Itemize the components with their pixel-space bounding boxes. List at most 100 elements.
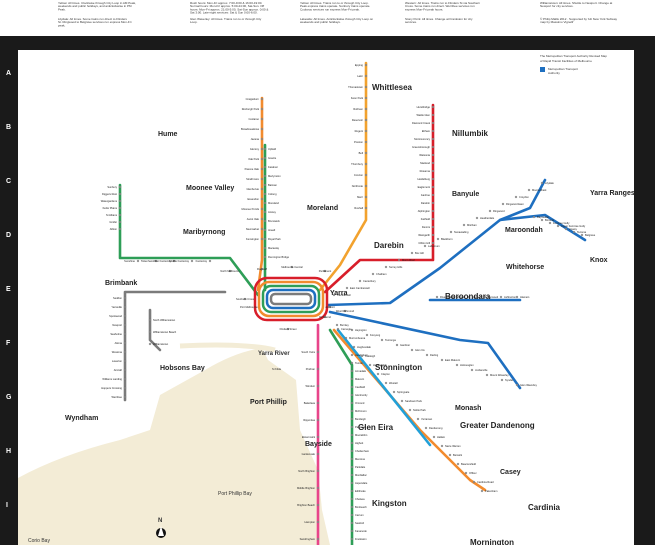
logo-text-line-1: Metropolitan Transport	[548, 67, 578, 71]
station-marker	[360, 354, 364, 358]
station-marker	[364, 129, 368, 133]
station-label: Yarraville	[111, 305, 122, 309]
station-marker	[462, 223, 466, 227]
legend-text: peak.	[58, 23, 66, 27]
area-label-banyule: Banyule	[452, 191, 479, 198]
station-marker	[480, 489, 484, 493]
station-label: West Footscray	[153, 259, 172, 263]
station-marker	[260, 237, 264, 241]
station-marker	[260, 267, 264, 271]
station-marker	[470, 368, 474, 372]
station-marker	[350, 425, 354, 429]
station-label: Footscray	[196, 259, 208, 263]
station-marker	[350, 457, 354, 461]
station-label: Eltham	[422, 129, 430, 133]
station-label: Canterbury	[363, 279, 377, 283]
station-marker	[515, 383, 519, 387]
station-marker	[350, 513, 354, 517]
station-marker	[527, 188, 531, 192]
station-marker	[350, 433, 354, 437]
station-label: Ginifer	[109, 220, 117, 224]
legend-text: Glen Waverley: All times. Trains run to …	[190, 17, 262, 21]
grid-row-i: I	[6, 502, 8, 509]
area-label-maroondah: Maroondah	[505, 227, 543, 234]
station-marker	[501, 202, 505, 206]
station-marker	[464, 471, 468, 475]
area-label-stonnington: Stonnington	[375, 363, 422, 372]
station-marker	[260, 127, 264, 131]
station-label: Syndal	[505, 378, 513, 382]
station-label: Caulfield	[355, 385, 366, 389]
station-label: Dennis	[422, 225, 431, 229]
legend-text: weekends and public holidays.	[300, 20, 341, 24]
station-marker	[260, 157, 264, 161]
station-label: Mont Albert	[402, 258, 415, 262]
station-label: Williams Landing	[102, 377, 122, 381]
station-marker	[580, 233, 584, 237]
station-label: Ivanhoe	[421, 193, 431, 197]
station-label: St Albans	[106, 213, 118, 217]
station-marker	[532, 215, 536, 219]
station-label: Aircraft	[114, 368, 122, 372]
station-label: Yarraman	[421, 417, 433, 421]
grid-row-g: G	[6, 394, 12, 401]
station-marker	[316, 486, 320, 490]
station-label: Upwey	[569, 227, 578, 231]
station-marker	[364, 74, 368, 78]
station-marker	[123, 386, 127, 390]
station-label: Westgarth	[418, 233, 430, 237]
north-arrow-icon: N	[156, 518, 166, 538]
station-label: Croxton	[354, 173, 364, 177]
station-label: Moonee Ponds	[242, 207, 260, 211]
station-label: West Richmond	[336, 309, 355, 313]
station-marker	[118, 199, 122, 203]
station-marker	[263, 165, 267, 169]
station-marker	[499, 295, 503, 299]
station-marker	[483, 295, 487, 299]
station-marker	[431, 161, 435, 165]
area-label-cardinia: Cardinia	[528, 503, 561, 512]
station-marker	[148, 330, 152, 334]
station-marker	[118, 192, 122, 196]
station-marker	[260, 177, 264, 181]
station-label: Williamstown	[153, 342, 169, 346]
station-label: Coburg	[268, 192, 277, 196]
grid-row-d: D	[6, 232, 11, 239]
station-label: Melbourne Central	[281, 265, 303, 269]
station-marker	[472, 480, 476, 484]
station-marker	[123, 368, 127, 372]
station-label: Upper Ferntree Gully	[561, 224, 586, 228]
legend-text: Rush hours: Mon-Fri approx. 7:00-9:00 & …	[190, 1, 262, 5]
station-marker	[540, 181, 544, 185]
station-marker	[190, 259, 194, 263]
station-label: Strathmore	[246, 177, 259, 181]
station-marker	[148, 318, 152, 322]
legend-text: Loop.	[190, 20, 198, 24]
station-label: Beaconsfield	[461, 462, 476, 466]
station-marker	[364, 107, 368, 111]
station-marker	[431, 169, 435, 173]
station-label: Ruthven	[353, 107, 363, 111]
station-marker	[350, 489, 354, 493]
station-label: Newport	[112, 323, 122, 327]
station-label: Roxburgh Park	[242, 107, 260, 111]
station-marker	[118, 220, 122, 224]
station-label: Mentone	[355, 457, 366, 461]
station-marker	[475, 216, 479, 220]
station-marker	[431, 233, 435, 237]
area-label-hobsons-bay: Hobsons Bay	[160, 365, 205, 372]
station-label: Sunbury	[107, 185, 117, 189]
station-label: Kensington	[246, 237, 260, 241]
station-marker	[431, 185, 435, 189]
station-label: Middle Brighton	[297, 486, 316, 490]
station-label: Laburnum	[428, 244, 440, 248]
station-label: Keilor Plains	[103, 206, 118, 210]
station-label: Malvern	[355, 377, 365, 381]
station-marker	[260, 97, 264, 101]
station-label: Coolaroo	[248, 117, 259, 121]
station-label: Mitcham	[467, 223, 477, 227]
station-marker	[260, 117, 264, 121]
legend-text: St. Ringwood to Belgrave services run ex…	[58, 20, 132, 24]
legend-text: map by Massimo Vignelli'	[540, 20, 574, 24]
station-marker	[410, 251, 414, 255]
